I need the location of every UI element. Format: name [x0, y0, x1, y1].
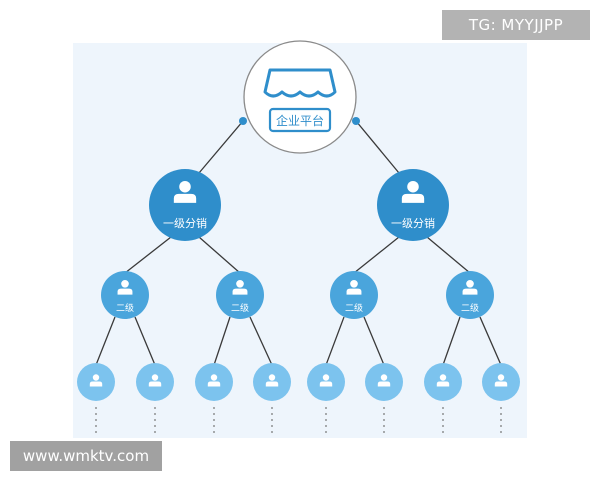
- level3-node: [77, 363, 115, 401]
- edge-l1-l2: [353, 236, 400, 274]
- user-icon: [319, 374, 333, 387]
- user-icon: [436, 374, 450, 387]
- user-icon: [401, 180, 425, 203]
- user-icon: [377, 374, 391, 387]
- edge-l2-l3: [479, 316, 502, 366]
- edge-l2-l3: [249, 316, 273, 366]
- root-label: 企业平台: [276, 113, 324, 128]
- edge-l2-l3: [442, 316, 461, 366]
- level3-node: [195, 363, 233, 401]
- user-icon: [494, 374, 508, 387]
- user-icon: [265, 374, 279, 387]
- edge-l2-l3: [363, 316, 385, 366]
- user-icon: [232, 279, 248, 295]
- level2-node: 二级: [216, 271, 264, 319]
- edge-l2-l3: [325, 316, 345, 366]
- level3-node: [307, 363, 345, 401]
- user-icon: [117, 279, 133, 295]
- connector-dot: [239, 117, 247, 125]
- storefront-icon: [263, 68, 337, 133]
- level2-label: 二级: [231, 302, 249, 314]
- edge-root-l1-left: [198, 120, 244, 174]
- level3-node: [365, 363, 403, 401]
- level1-label: 一级分销: [391, 216, 435, 230]
- level2-node: 二级: [330, 271, 378, 319]
- user-icon: [346, 279, 362, 295]
- user-icon: [173, 180, 197, 203]
- watermark-top-right: TG: MYYJJPP: [442, 10, 590, 40]
- user-icon: [89, 374, 103, 387]
- level1-label: 一级分销: [163, 216, 207, 230]
- edge-l1-l2: [198, 236, 241, 274]
- edge-l1-l2: [124, 236, 172, 274]
- level2-node: 二级: [101, 271, 149, 319]
- level2-node: 二级: [446, 271, 494, 319]
- level2-label: 二级: [116, 302, 134, 314]
- edge-l2-l3: [213, 316, 231, 366]
- root-node: 企业平台: [243, 40, 357, 154]
- level3-node: [136, 363, 174, 401]
- user-icon: [207, 374, 221, 387]
- level3-node: [424, 363, 462, 401]
- level1-node: 一级分销: [149, 169, 221, 241]
- user-icon: [148, 374, 162, 387]
- level2-label: 二级: [345, 302, 363, 314]
- level3-node: [253, 363, 291, 401]
- edge-l2-l3: [95, 316, 116, 366]
- user-icon: [462, 279, 478, 295]
- level3-node: [482, 363, 520, 401]
- level2-label: 二级: [461, 302, 479, 314]
- watermark-bottom-left: www.wmktv.com: [10, 441, 162, 471]
- edge-l1-l2: [426, 236, 471, 274]
- edge-root-l1-right: [355, 120, 400, 174]
- level1-node: 一级分销: [377, 169, 449, 241]
- edge-l2-l3: [134, 316, 156, 366]
- connector-dot: [352, 117, 360, 125]
